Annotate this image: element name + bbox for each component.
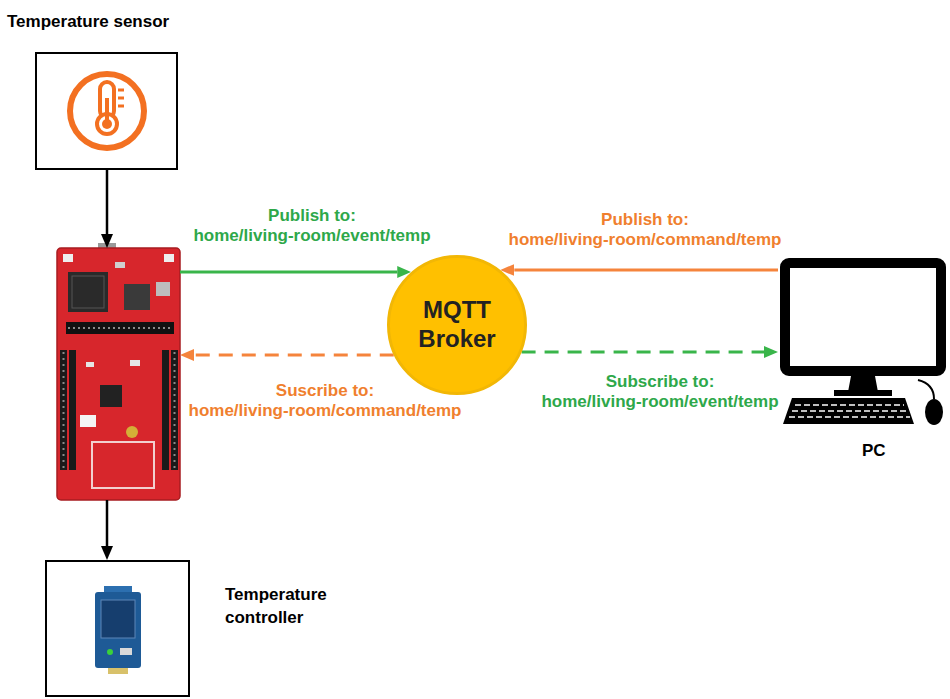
pc-node: PC — [778, 255, 946, 425]
thermometer-icon-part — [102, 119, 112, 129]
relay-module-part — [101, 600, 135, 638]
subscribe-arrow — [194, 354, 394, 357]
pc-label: PC — [862, 441, 886, 461]
pc-monitor-part — [834, 390, 892, 396]
launchpad-board-part — [72, 276, 104, 308]
launchpad-board-part — [164, 254, 174, 262]
launchpad-board-part — [57, 248, 180, 500]
relay-module-part — [107, 649, 113, 655]
pc-monitor-part — [918, 380, 934, 399]
thermometer-icon-part — [70, 74, 144, 148]
relay-module — [95, 586, 141, 674]
publish-arrow — [514, 269, 778, 272]
publish-arrow — [180, 271, 397, 274]
node-heading: Temperature sensor — [7, 12, 169, 32]
launchpad-board-part — [156, 282, 170, 296]
launchpad-board-part — [66, 322, 174, 334]
topic-action: Suscribe to: — [189, 381, 462, 401]
pc-monitor-part — [783, 398, 914, 424]
launchpad-board-part — [80, 415, 96, 427]
launchpad-board-part — [92, 442, 154, 488]
signal-arrow — [106, 170, 109, 234]
topic-path: home/living-room/event/temp — [541, 392, 778, 412]
subscribe-arrow — [522, 351, 764, 354]
pc-monitor-part — [848, 376, 878, 392]
broker-name: MQTT Broker — [397, 296, 517, 354]
launchpad-board-part — [63, 254, 73, 262]
node-heading: Temperature controller — [225, 584, 360, 630]
launchpad-board — [57, 248, 180, 500]
topic-path: home/living-room/event/temp — [193, 226, 430, 246]
pc-monitor — [783, 263, 943, 425]
topic-path: home/living-room/command/temp — [509, 230, 782, 250]
launchpad-board — [57, 243, 180, 500]
broker-circle-shape — [389, 257, 526, 394]
topic-label: Publish to: home/living-room/command/tem… — [509, 210, 782, 251]
launchpad-board-part — [60, 350, 67, 470]
topic-label: Suscribe to: home/living-room/command/te… — [189, 381, 462, 422]
controller-box: Temperature controller — [45, 560, 190, 697]
launchpad-board-part — [86, 362, 94, 367]
broker-circle: MQTT Broker — [387, 255, 527, 395]
control-arrow — [106, 500, 109, 546]
pc-monitor-part — [789, 416, 910, 418]
launchpad-board-part — [130, 360, 140, 366]
launchpad-board-part — [126, 426, 138, 438]
launchpad-board-part — [68, 327, 172, 329]
thermometer-icon-part — [105, 98, 109, 120]
pc-monitor-part — [925, 399, 943, 425]
thermometer-icon-part — [118, 97, 124, 100]
topic-label: Subscribe to: home/living-room/event/tem… — [541, 372, 778, 413]
thermometer-icon-part — [118, 89, 124, 92]
relay-module-part — [120, 648, 132, 655]
relay-module-part — [95, 592, 141, 668]
pc-monitor-part — [792, 410, 907, 412]
launchpad-board-part — [174, 352, 176, 468]
launchpad-board-part — [115, 262, 125, 268]
pc-monitor-part — [795, 404, 904, 406]
launchpad-board-part — [124, 284, 150, 310]
launchpad-board-part — [68, 272, 108, 312]
topic-action: Publish to: — [509, 210, 782, 230]
thermometer-icon — [70, 74, 144, 148]
launchpad-board-part — [63, 352, 65, 468]
pc-monitor-part — [785, 263, 941, 371]
launchpad-board-part — [162, 350, 169, 470]
thermometer-icon-part — [118, 105, 124, 108]
topic-label: Publish to: home/living-room/event/temp — [193, 206, 430, 247]
relay-module-part — [108, 668, 128, 674]
launchpad-board-part — [100, 385, 122, 407]
launchpad-board-part — [69, 350, 76, 470]
sensor-box: Temperature sensor — [35, 52, 178, 170]
topic-path: home/living-room/command/temp — [189, 401, 462, 421]
topic-action: Publish to: — [193, 206, 430, 226]
topic-action: Subscribe to: — [541, 372, 778, 392]
launchpad-board-part — [171, 350, 178, 470]
